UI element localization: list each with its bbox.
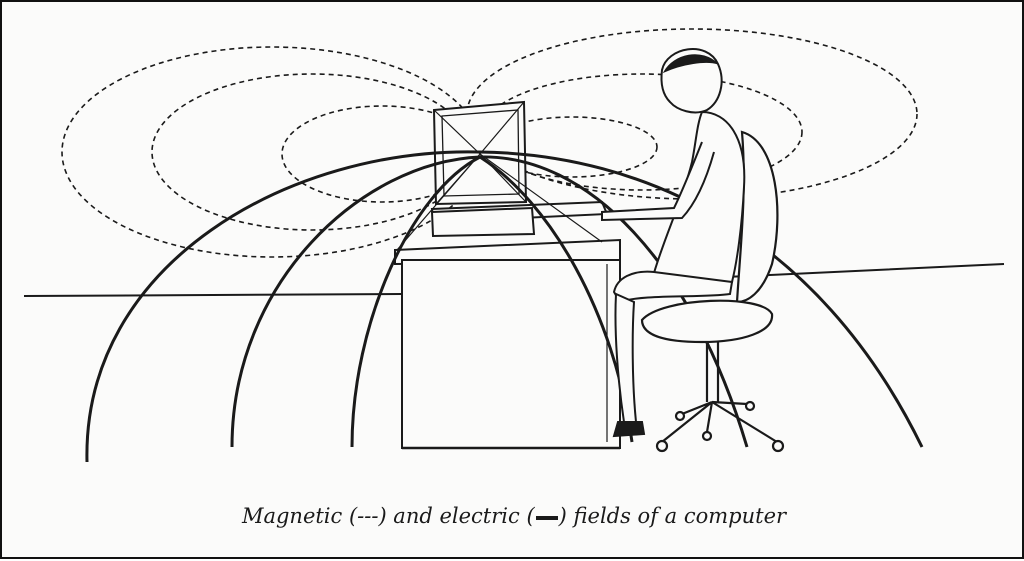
office-chair [640, 130, 785, 453]
field-origin-rays [396, 101, 603, 251]
magnetic-loop-left-outer [61, 46, 483, 258]
chair-base [661, 400, 778, 443]
caption-text-start: Magnetic (---) and electric ( [241, 504, 535, 528]
electric-arc-3 [350, 155, 634, 448]
caption-text-end: ) fields of a computer [558, 504, 787, 528]
system-unit [430, 206, 536, 238]
person-foot [612, 421, 646, 438]
electric-arc-1 [85, 150, 924, 463]
chair-post [705, 342, 720, 402]
figure-caption: Magnetic (---) and electric ( ) fields of… [2, 504, 1024, 528]
chair-seat [640, 299, 774, 344]
seated-person [601, 48, 746, 438]
computer [430, 100, 609, 238]
desk [394, 238, 621, 450]
person-arm [601, 141, 715, 222]
solid-line-legend-icon [535, 516, 558, 520]
person-torso [650, 110, 746, 284]
